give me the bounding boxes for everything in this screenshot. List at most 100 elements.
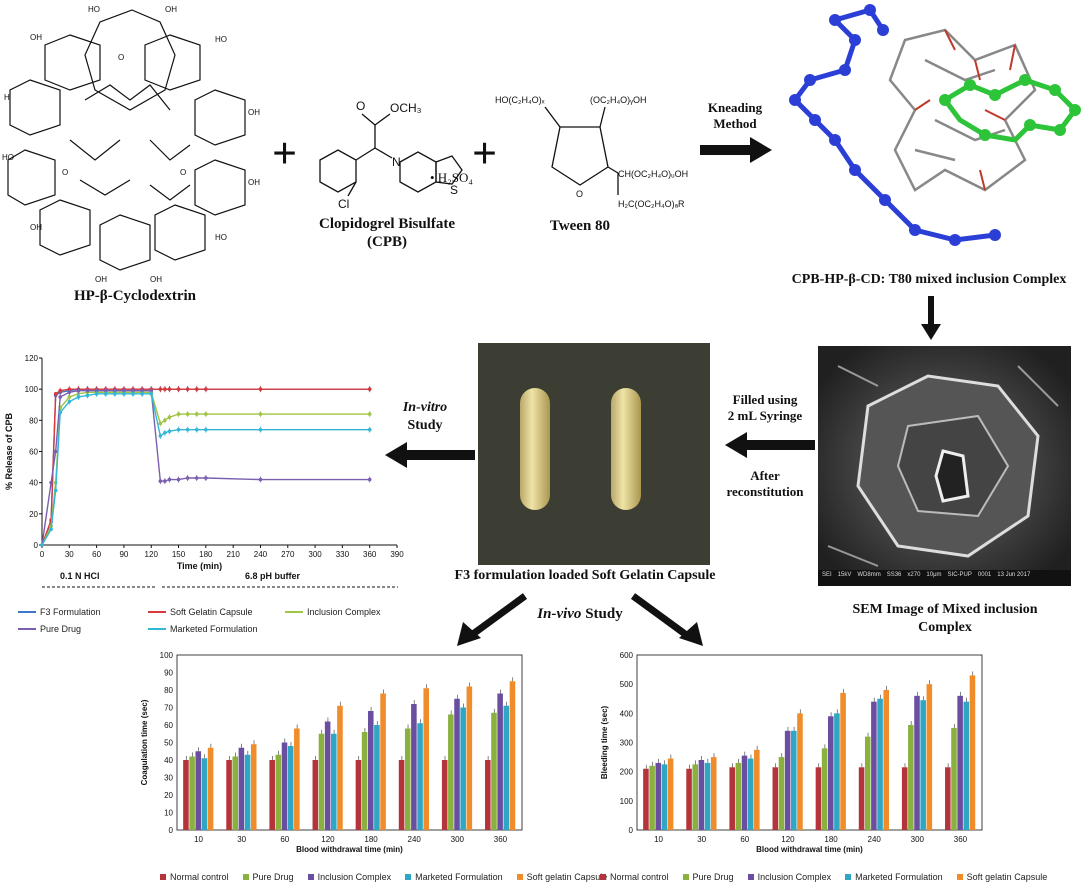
data-point [53, 449, 58, 454]
x-tick-label: 360 [954, 835, 968, 844]
cyclodextrin-label: HP-β-Cyclodextrin [73, 288, 197, 304]
bar-4 [840, 692, 846, 830]
coag-legend-swatch-4 [516, 874, 523, 880]
bleed-legend-text-2: Inclusion Complex [757, 872, 832, 882]
svg-text:HO: HO [215, 233, 227, 242]
bar-4 [667, 758, 674, 830]
svg-text:O: O [62, 168, 68, 177]
y-axis-label: Bleeding time (sec) [600, 705, 609, 779]
legend-item-ic: Inclusion Complex [285, 607, 381, 617]
y-axis-label: % Release of CPB [4, 412, 14, 490]
legend-item-pure: Pure Drug [18, 624, 81, 634]
y-tick-label: 20 [29, 510, 38, 519]
bar-3 [704, 762, 711, 830]
x-tick-label: 60 [740, 835, 749, 844]
legend-text-mkt: Marketed Formulation [170, 624, 258, 634]
invitro-label-line1: In-vitro [402, 400, 448, 415]
bleed-legend-item-0: Normal control [600, 872, 669, 882]
bar-0 [643, 768, 649, 830]
svg-text:HO: HO [88, 5, 100, 14]
y-tick-label: 40 [164, 756, 173, 765]
x-tick-label: 180 [199, 550, 213, 559]
x-tick-label: 240 [408, 835, 422, 844]
svg-text:HO: HO [215, 35, 227, 44]
x-tick-label: 300 [451, 835, 465, 844]
x-tick-label: 10 [654, 835, 663, 844]
coag-legend-text-1: Pure Drug [252, 872, 294, 882]
tween-structure: HO(C₂H₄O)ₓ (OC₂H₄O)ᵧOH CH(OC₂H₄O)ᵤOH H₂C… [490, 85, 690, 215]
bar-1 [448, 714, 454, 830]
arrow-to-bleeding [630, 593, 703, 646]
bar-0 [772, 767, 779, 830]
y-tick-label: 600 [620, 651, 634, 660]
invivo-rest: Study [581, 606, 623, 622]
y-tick-label: 60 [164, 721, 173, 730]
bleed-legend-swatch-0 [600, 874, 606, 880]
sem-cap-7: 0001 [977, 572, 992, 578]
bar-1 [735, 762, 742, 830]
complex-label: CPB-HP-β-CD: T80 mixed inclusion Complex [791, 272, 1067, 287]
drug-label-line2: (CPB) [367, 234, 407, 250]
filled-label-line1: Filled using [732, 392, 798, 407]
capsule-photo-drawing [520, 388, 641, 510]
bleed-legend: Normal control Pure Drug Inclusion Compl… [600, 872, 1047, 882]
bleed-legend-item-1: Pure Drug [682, 872, 734, 882]
tween-label: Tween 80 [549, 218, 611, 234]
coag-legend-text-4: Soft gelatin Capsule [526, 872, 608, 882]
sem-image-drawing [818, 346, 1071, 586]
bar-3 [287, 746, 294, 830]
drug-ester-text: OCH₃ [390, 101, 422, 115]
sem-cap-0: SEI [822, 572, 832, 578]
x-tick-label: 60 [280, 835, 289, 844]
bar-0 [441, 760, 448, 830]
x-tick-label: 300 [308, 550, 322, 559]
bar-4 [466, 686, 473, 830]
bar-3 [374, 725, 380, 830]
coag-legend-item-1: Pure Drug [242, 872, 294, 882]
bleed-legend-text-0: Normal control [610, 872, 669, 882]
tween-group-3: CH(OC₂H₄O)ᵤOH [618, 169, 688, 179]
bar-3 [920, 700, 926, 830]
left-arrow-to-capsule [725, 432, 815, 458]
svg-text:H: H [4, 93, 10, 102]
x-tick-label: 180 [364, 835, 378, 844]
x-axis-label: Time (min) [177, 561, 222, 571]
bar-1 [275, 754, 282, 830]
x-tick-label: 60 [92, 550, 101, 559]
coag-legend-swatch-1 [242, 874, 249, 880]
x-tick-label: 150 [172, 550, 186, 559]
bar-0 [945, 767, 951, 830]
legend-item-mkt: Marketed Formulation [148, 624, 258, 634]
drug-salt: • H₂SO₄ [430, 170, 473, 185]
x-tick-label: 240 [868, 835, 882, 844]
bar-4 [207, 747, 214, 830]
after-label-line2: reconstitution [726, 484, 804, 499]
clopidogrel-drawing: O OCH₃ N S Cl [319, 99, 463, 211]
bar-4 [380, 693, 386, 830]
sem-cap-6: SIC-PUP [947, 572, 972, 578]
y-axis-label: Coagulation time (sec) [140, 699, 149, 785]
bar-4 [754, 749, 760, 830]
legend-swatch-pure [18, 628, 36, 630]
y-tick-label: 80 [29, 416, 38, 425]
sem-cap-2: WD8mm [857, 572, 881, 578]
bar-0 [398, 760, 405, 830]
bar-1 [404, 728, 411, 830]
bar-2 [497, 693, 503, 830]
bar-0 [729, 767, 735, 830]
filled-label-line2: 2 mL Syringe [727, 408, 803, 423]
bleed-legend-text-1: Pure Drug [692, 872, 734, 882]
bar-3 [244, 754, 251, 830]
data-point [49, 480, 53, 485]
coag-legend-item-4: Soft gelatin Capsule [516, 872, 608, 882]
y-tick-label: 20 [164, 791, 173, 800]
bar-0 [226, 760, 232, 830]
legend-swatch-f3 [18, 611, 36, 613]
tween-group-1: HO(C₂H₄O)ₓ [495, 95, 545, 105]
y-tick-label: 80 [164, 686, 173, 695]
bar-1 [692, 764, 699, 830]
bar-1 [649, 765, 655, 830]
